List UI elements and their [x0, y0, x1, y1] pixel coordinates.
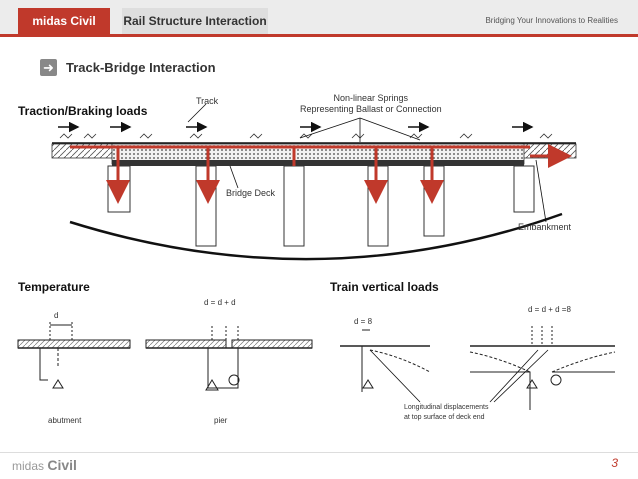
brand-tab: midas Civil: [18, 8, 110, 34]
section-heading: ➜ Track-Bridge Interaction: [40, 56, 216, 78]
train-left-sketch: [340, 329, 431, 392]
ballast-band: [111, 143, 525, 165]
load-path-arrows: [70, 144, 572, 204]
track-leader: [187, 103, 207, 123]
bridge-deck-label: Bridge Deck: [226, 188, 276, 198]
temp-d-left: d: [54, 311, 59, 320]
track-label: Track: [196, 96, 219, 106]
springs-leader-3: [359, 117, 421, 141]
spring-marks: [59, 133, 553, 139]
footer-divider: [0, 452, 638, 453]
deck-leader: [229, 165, 239, 189]
traction-label: Traction/Braking loads: [18, 104, 148, 118]
embankment-label: Embankment: [518, 222, 572, 232]
pier-1: [107, 165, 131, 213]
arrow-right-icon: ➜: [40, 58, 57, 76]
pier-6: [513, 165, 535, 213]
pier-2: [195, 165, 217, 247]
ground-curve: [69, 212, 563, 261]
tagline: Bridging Your Innovations to Realities: [485, 16, 618, 25]
train-d-eq-right: d = d + d =8: [528, 305, 571, 314]
train-d-eq: d = 8: [354, 317, 373, 326]
footer-brand-prefix: midas: [12, 459, 45, 473]
train-vertical-label: Train vertical loads: [330, 280, 439, 294]
deck-band: [112, 160, 524, 166]
pier-4: [367, 165, 389, 247]
pier-5: [423, 165, 445, 237]
piers: [107, 165, 535, 247]
abutment-sketch: [17, 322, 131, 389]
note-line-2: at top surface of deck end: [404, 414, 485, 421]
temperature-label: Temperature: [18, 280, 90, 294]
note-line-1: Longitudinal displacements: [404, 404, 489, 411]
footer-brand-suffix: Civil: [47, 457, 77, 473]
embankment-leader: [535, 159, 547, 223]
springs-leader-1: [299, 117, 361, 139]
pier-label: pier: [214, 416, 228, 425]
header-divider: [0, 34, 638, 37]
springs-label: Non-linear Springs Representing Ballast …: [300, 93, 442, 114]
abutment-label: abutment: [48, 416, 82, 425]
train-right-sketch: [469, 326, 616, 410]
temp-d-sum: d = d + d: [204, 298, 236, 307]
note-leaders: [369, 349, 549, 403]
pier-3: [283, 165, 305, 247]
section-title: Track-Bridge Interaction: [66, 59, 216, 75]
footer-brand: midas Civil: [12, 457, 77, 473]
title-tab: Rail Structure Interaction: [122, 8, 268, 34]
pier-sketch: [145, 326, 313, 391]
left-embankment: [51, 143, 113, 159]
right-embankment: [521, 143, 577, 159]
header-bar: midas Civil Rail Structure Interaction B…: [0, 0, 638, 34]
page-number: 3: [611, 456, 618, 470]
